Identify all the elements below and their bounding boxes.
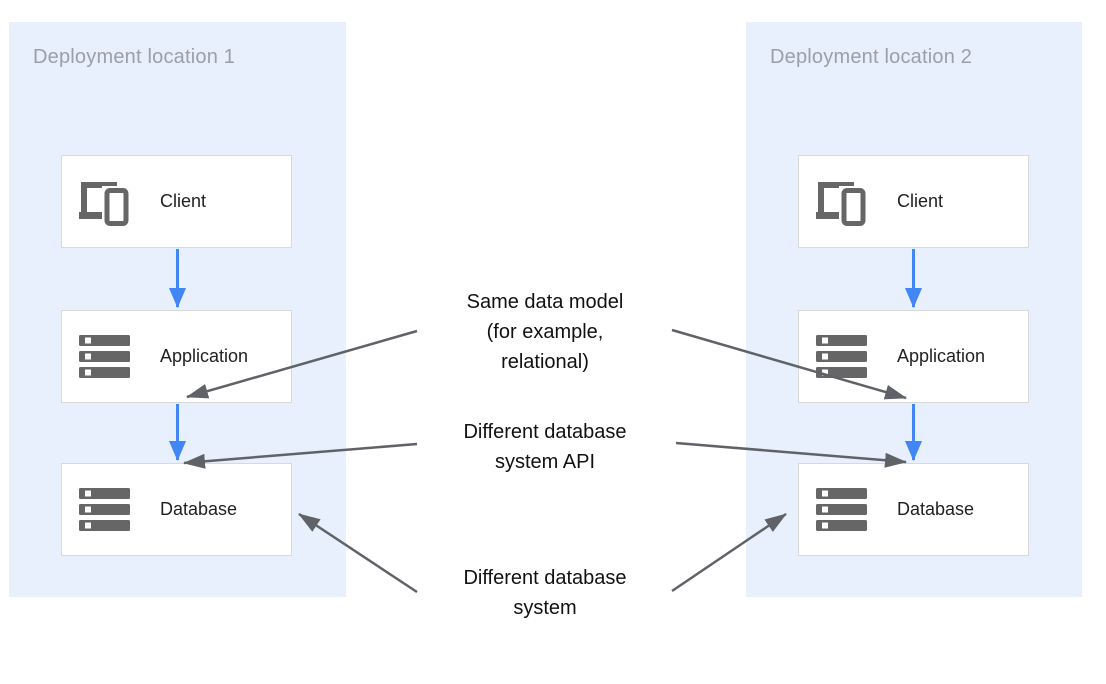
storage-icon <box>78 332 130 382</box>
node-application-2: Application <box>798 310 1029 403</box>
devices-icon <box>815 177 867 227</box>
annotation-line: Different database <box>463 421 627 443</box>
node-database-1: Database <box>61 463 292 556</box>
devices-icon <box>78 177 130 227</box>
annotation-line: system <box>513 597 577 619</box>
node-database-2: Database <box>798 463 1029 556</box>
deployment-panel-2: Deployment location 2 Client <box>746 22 1082 597</box>
node-client-2: Client <box>798 155 1029 248</box>
node-application-1: Application <box>61 310 292 403</box>
panel-title-2: Deployment location 2 <box>770 46 973 68</box>
node-label: Application <box>897 346 986 366</box>
panel-title-1: Deployment location 1 <box>33 46 236 68</box>
annotation-line: (for example, <box>486 321 604 343</box>
node-client-1: Client <box>61 155 292 248</box>
node-label: Client <box>160 191 207 211</box>
storage-icon <box>815 485 867 535</box>
annotation-line: system API <box>494 451 596 473</box>
annotation-line: Same data model <box>466 291 624 313</box>
annotation-different-db-api: Different database system API <box>415 417 675 477</box>
storage-icon <box>78 485 130 535</box>
node-label: Application <box>160 346 249 366</box>
node-label: Client <box>897 191 944 211</box>
node-label: Database <box>897 499 975 519</box>
deployment-panel-1: Deployment location 1 Client <box>9 22 346 597</box>
annotation-different-db-system: Different database system <box>415 563 675 623</box>
annotation-line: relational) <box>501 351 589 373</box>
storage-icon <box>815 332 867 382</box>
annotation-line: Different database <box>463 567 627 589</box>
annotation-same-data-model: Same data model (for example, relational… <box>415 287 675 377</box>
node-label: Database <box>160 499 238 519</box>
